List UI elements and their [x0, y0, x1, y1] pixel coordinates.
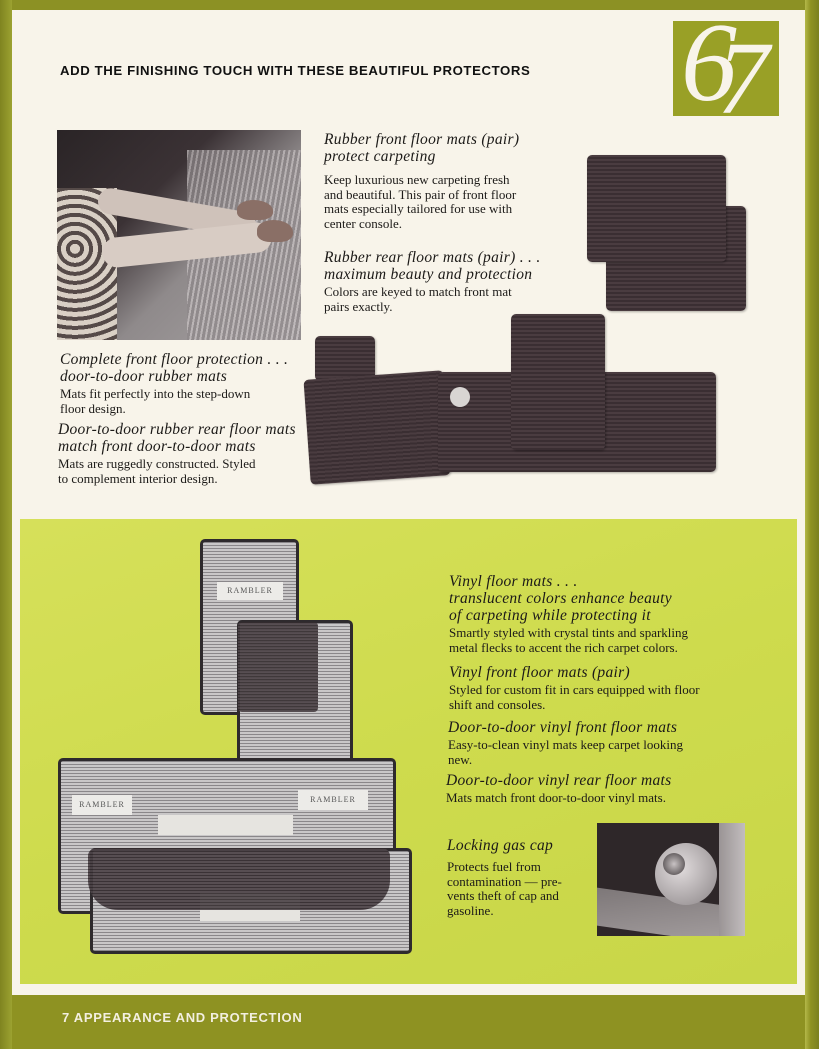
rambler-label-left: RAMBLER	[72, 795, 132, 815]
item-door-to-door-rubber-front: Complete front floor protection . . . do…	[60, 351, 289, 416]
item-rubber-front-mats: Rubber front floor mats (pair) protect c…	[324, 131, 520, 231]
rubber-door-to-door-front-mat-right	[511, 314, 605, 450]
left-border	[0, 0, 12, 1049]
right-border	[805, 0, 819, 1049]
year-67-badge: 6 7	[673, 21, 779, 116]
item-locking-gas-cap: Locking gas cap Protects fuel from conta…	[447, 837, 562, 918]
rubber-door-to-door-front-mat-body	[303, 370, 451, 485]
console-cutout-light	[158, 815, 293, 835]
console-hole	[450, 387, 470, 407]
page-headline: ADD THE FINISHING TOUCH WITH THESE BEAUT…	[60, 63, 531, 78]
item-vinyl-front-mats: Vinyl front floor mats (pair) Styled for…	[449, 664, 700, 712]
rubber-front-mat-front-piece	[587, 155, 726, 262]
item-rubber-rear-mats: Rubber rear floor mats (pair) . . . maxi…	[324, 249, 541, 314]
badge-digit-seven: 7	[717, 21, 769, 117]
item-vinyl-door-to-door-rear: Door-to-door vinyl rear floor mats Mats …	[446, 772, 672, 805]
rambler-label: RAMBLER	[217, 582, 283, 600]
top-border	[0, 0, 819, 12]
rambler-label-right: RAMBLER	[298, 790, 368, 810]
badge-digit-six: 6	[681, 21, 737, 116]
photo-feet-on-floor-mat	[57, 130, 301, 340]
page-footer-section-title: 7 APPEARANCE AND PROTECTION	[62, 1010, 303, 1025]
photo-locking-gas-cap	[597, 823, 745, 936]
rubber-door-to-door-front-mat-left	[315, 336, 375, 381]
vinyl-front-mat-tint-overlay	[238, 622, 318, 712]
item-vinyl-floor-mats: Vinyl floor mats . . . translucent color…	[449, 573, 689, 655]
item-door-to-door-rubber-rear: Door-to-door rubber rear floor mats matc…	[58, 421, 296, 486]
vinyl-rear-mat-tint-overlay	[88, 848, 390, 910]
item-vinyl-door-to-door-front: Door-to-door vinyl front floor mats Easy…	[448, 719, 684, 767]
